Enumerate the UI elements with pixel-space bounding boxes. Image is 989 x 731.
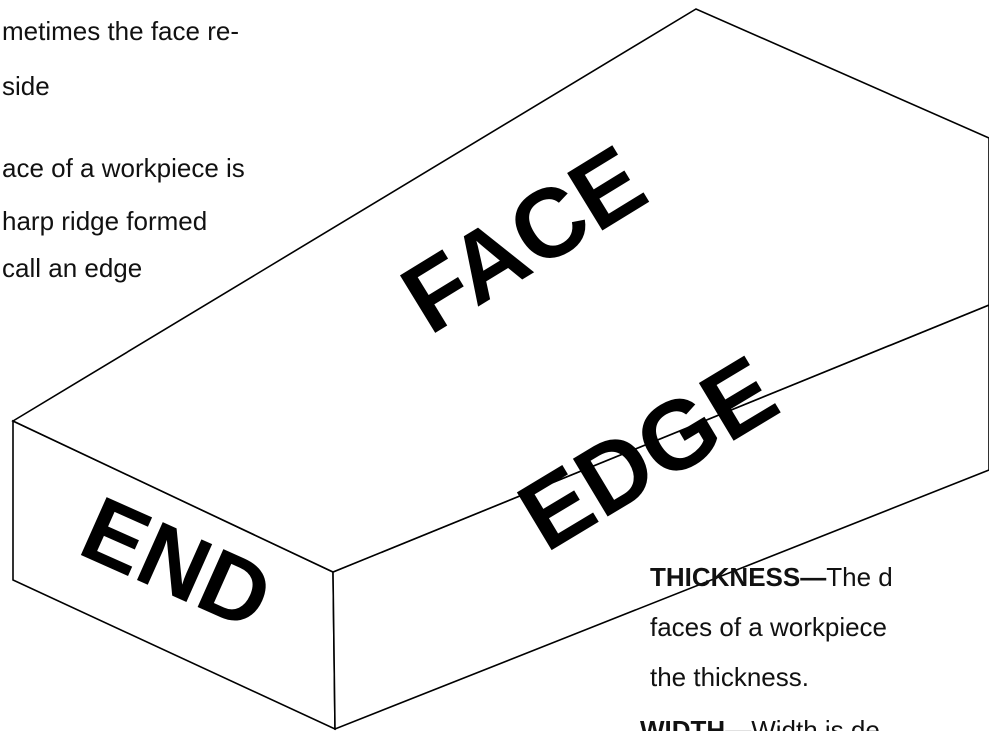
top-left-line-5: call an edge	[2, 253, 143, 283]
top-left-line-1: metimes the face re-	[2, 16, 239, 46]
top-left-line-2: side	[2, 71, 50, 101]
width-term: WIDTH—	[640, 715, 752, 731]
face-surface	[11, 8, 989, 573]
width-line-1-rest: Width is de	[751, 715, 880, 731]
thickness-line-1: THICKNESS—The d	[650, 562, 893, 592]
top-left-line-3: ace of a workpiece is	[2, 153, 245, 183]
thickness-line-1-rest: The d	[826, 562, 893, 592]
thickness-line-3: the thickness.	[650, 662, 809, 692]
top-left-line-4: harp ridge formed	[2, 206, 208, 236]
thickness-line-2: faces of a workpiece	[650, 612, 888, 642]
width-line-1: WIDTH—Width is de	[640, 715, 880, 731]
thickness-term: THICKNESS—	[650, 562, 827, 592]
